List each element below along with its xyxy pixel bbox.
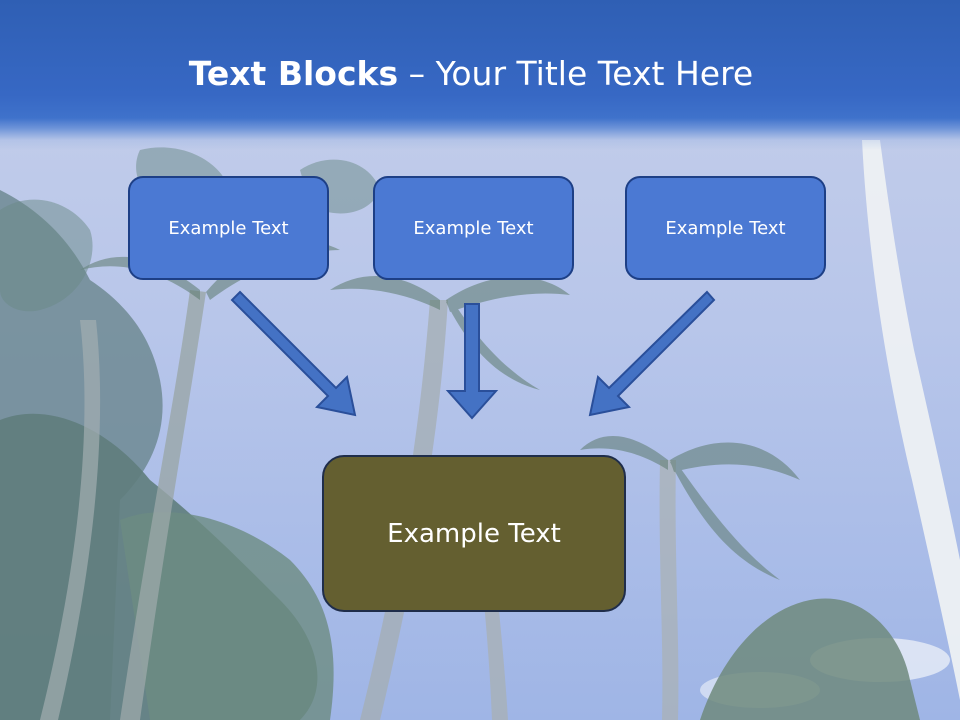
text-block-1-label: Example Text — [168, 217, 289, 239]
text-block-center: Example Text — [322, 455, 626, 612]
title-bar: Text Blocks – Your Title Text Here — [0, 0, 960, 150]
text-block-2: Example Text — [373, 176, 574, 280]
text-block-center-label: Example Text — [387, 518, 561, 549]
title-rest-part: – Your Title Text Here — [398, 54, 754, 93]
text-block-2-label: Example Text — [413, 217, 534, 239]
text-block-3: Example Text — [625, 176, 826, 280]
text-block-1: Example Text — [128, 176, 329, 280]
text-block-3-label: Example Text — [665, 217, 786, 239]
title-bold-part: Text Blocks — [188, 54, 399, 93]
slide-title: Text Blocks – Your Title Text Here — [0, 52, 942, 96]
